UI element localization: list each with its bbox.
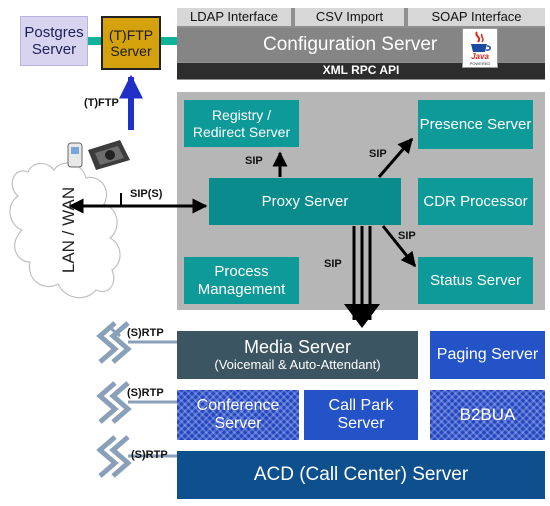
rtp-label-3: (S)RTP (131, 449, 168, 461)
sip-registry-label: SIP (245, 155, 263, 167)
sip-status-label: SIP (398, 230, 416, 242)
status-label: Status Server (430, 271, 521, 289)
proxy-label: Proxy Server (261, 192, 349, 210)
proxy-server[interactable]: Proxy Server (209, 178, 401, 225)
conference-server[interactable]: Conference Server (177, 390, 299, 440)
presence-server[interactable]: Presence Server (418, 100, 533, 149)
tftp-server-label: (T)FTP Server (108, 26, 154, 59)
java-logo-text: Java (471, 52, 489, 61)
acd-label: ACD (Call Center) Server (253, 464, 469, 486)
cdr-processor[interactable]: CDR Processor (418, 178, 533, 225)
java-powered-text: POWERED (469, 61, 491, 66)
ldap-interface-label: LDAP Interface (190, 8, 278, 24)
registry-redirect-label: Registry / Redirect Server (192, 107, 291, 140)
postgres-server[interactable]: Postgres Server (20, 16, 88, 66)
sips-label: SIP(S) (130, 188, 163, 200)
rtp-label-1: (S)RTP (127, 327, 164, 339)
rtp-label-2: (S)RTP (127, 387, 164, 399)
process-management-label: Process Management (197, 263, 286, 298)
presence-label: Presence Server (419, 115, 532, 133)
tftp-server[interactable]: (T)FTP Server (101, 16, 161, 70)
media-server-subtitle: (Voicemail & Auto-Attendant) (214, 356, 381, 372)
process-management[interactable]: Process Management (184, 257, 299, 304)
soap-interface-tab[interactable]: SOAP Interface (408, 8, 545, 26)
sip-media-label: SIP (324, 258, 342, 270)
xml-rpc-api-label: XML RPC API (322, 63, 400, 78)
tftp-arrow-label: (T)FTP (84, 97, 119, 109)
status-server[interactable]: Status Server (418, 257, 533, 304)
rtp-arrow-1 (96, 321, 132, 364)
csv-import-label: CSV Import (315, 8, 384, 24)
csv-import-tab[interactable]: CSV Import (295, 8, 404, 26)
sip-to-media-arrow (344, 226, 380, 328)
tftp-config-link (161, 37, 177, 45)
java-logo: Java POWERED (462, 28, 498, 68)
media-server[interactable]: Media Server (Voicemail & Auto-Attendant… (177, 331, 418, 379)
xml-rpc-api-bar[interactable]: XML RPC API (177, 63, 545, 79)
paging-server[interactable]: Paging Server (430, 331, 545, 379)
ip-phones-icon (67, 140, 130, 170)
ldap-interface-tab[interactable]: LDAP Interface (177, 8, 291, 26)
rtp-arrow-3 (96, 435, 132, 478)
b2bua-label: B2BUA (459, 405, 516, 425)
lan-wan-label: LAN / WAN (59, 186, 78, 274)
call-park-server[interactable]: Call Park Server (304, 390, 418, 440)
lan-wan-cloud (9, 162, 121, 299)
configuration-server-label: Configuration Server (263, 34, 438, 56)
acd-call-center-server[interactable]: ACD (Call Center) Server (177, 451, 545, 499)
db-link (88, 37, 101, 45)
sip-presence-label: SIP (369, 148, 387, 160)
soap-interface-label: SOAP Interface (431, 8, 522, 24)
sip-to-presence-arrow (377, 137, 414, 178)
postgres-server-label: Postgres Server (24, 23, 84, 58)
paging-label: Paging Server (436, 345, 539, 363)
call-park-label: Call Park Server (328, 396, 394, 432)
cdr-label: CDR Processor (423, 192, 528, 210)
media-server-title: Media Server (243, 337, 352, 358)
java-cup-icon (471, 31, 491, 52)
b2bua[interactable]: B2BUA (430, 390, 545, 440)
rtp-arrow-2 (96, 381, 132, 424)
conference-label: Conference Server (196, 396, 280, 432)
sip-to-status-arrow (381, 225, 417, 268)
registry-redirect-server[interactable]: Registry / Redirect Server (184, 100, 299, 147)
